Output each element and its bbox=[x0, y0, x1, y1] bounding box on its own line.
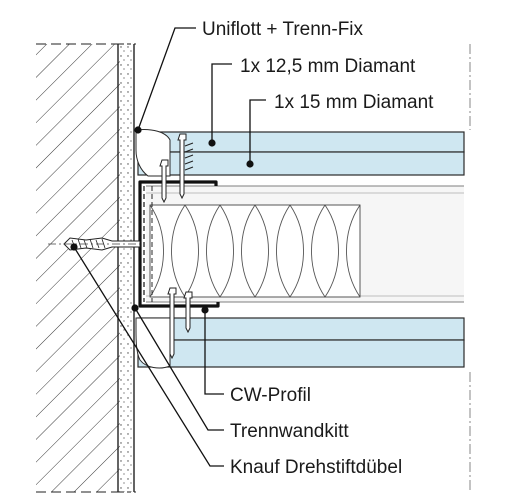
label-cw-profil: CW-Profil bbox=[230, 385, 311, 406]
leader-lines bbox=[73, 27, 266, 467]
top-board-outer bbox=[137, 131, 465, 153]
joint-filler-bottom bbox=[135, 317, 171, 369]
label-trennwandkitt: Trennwandkitt bbox=[230, 421, 349, 442]
plaster-layer bbox=[118, 43, 136, 493]
label-uniflott: Uniflott + Trenn-Fix bbox=[202, 19, 364, 40]
masonry-wall bbox=[36, 43, 120, 493]
bottom-board-outer bbox=[137, 339, 465, 368]
drywall-screws bbox=[159, 133, 194, 360]
label-board-15: 1x 15 mm Diamant bbox=[274, 92, 434, 113]
label-duebel: Knauf Drehstiftdübel bbox=[230, 457, 402, 478]
leader-dots bbox=[70, 126, 254, 314]
mineral-wool-insulation bbox=[149, 204, 361, 298]
label-board-12-5: 1x 12,5 mm Diamant bbox=[240, 56, 416, 77]
